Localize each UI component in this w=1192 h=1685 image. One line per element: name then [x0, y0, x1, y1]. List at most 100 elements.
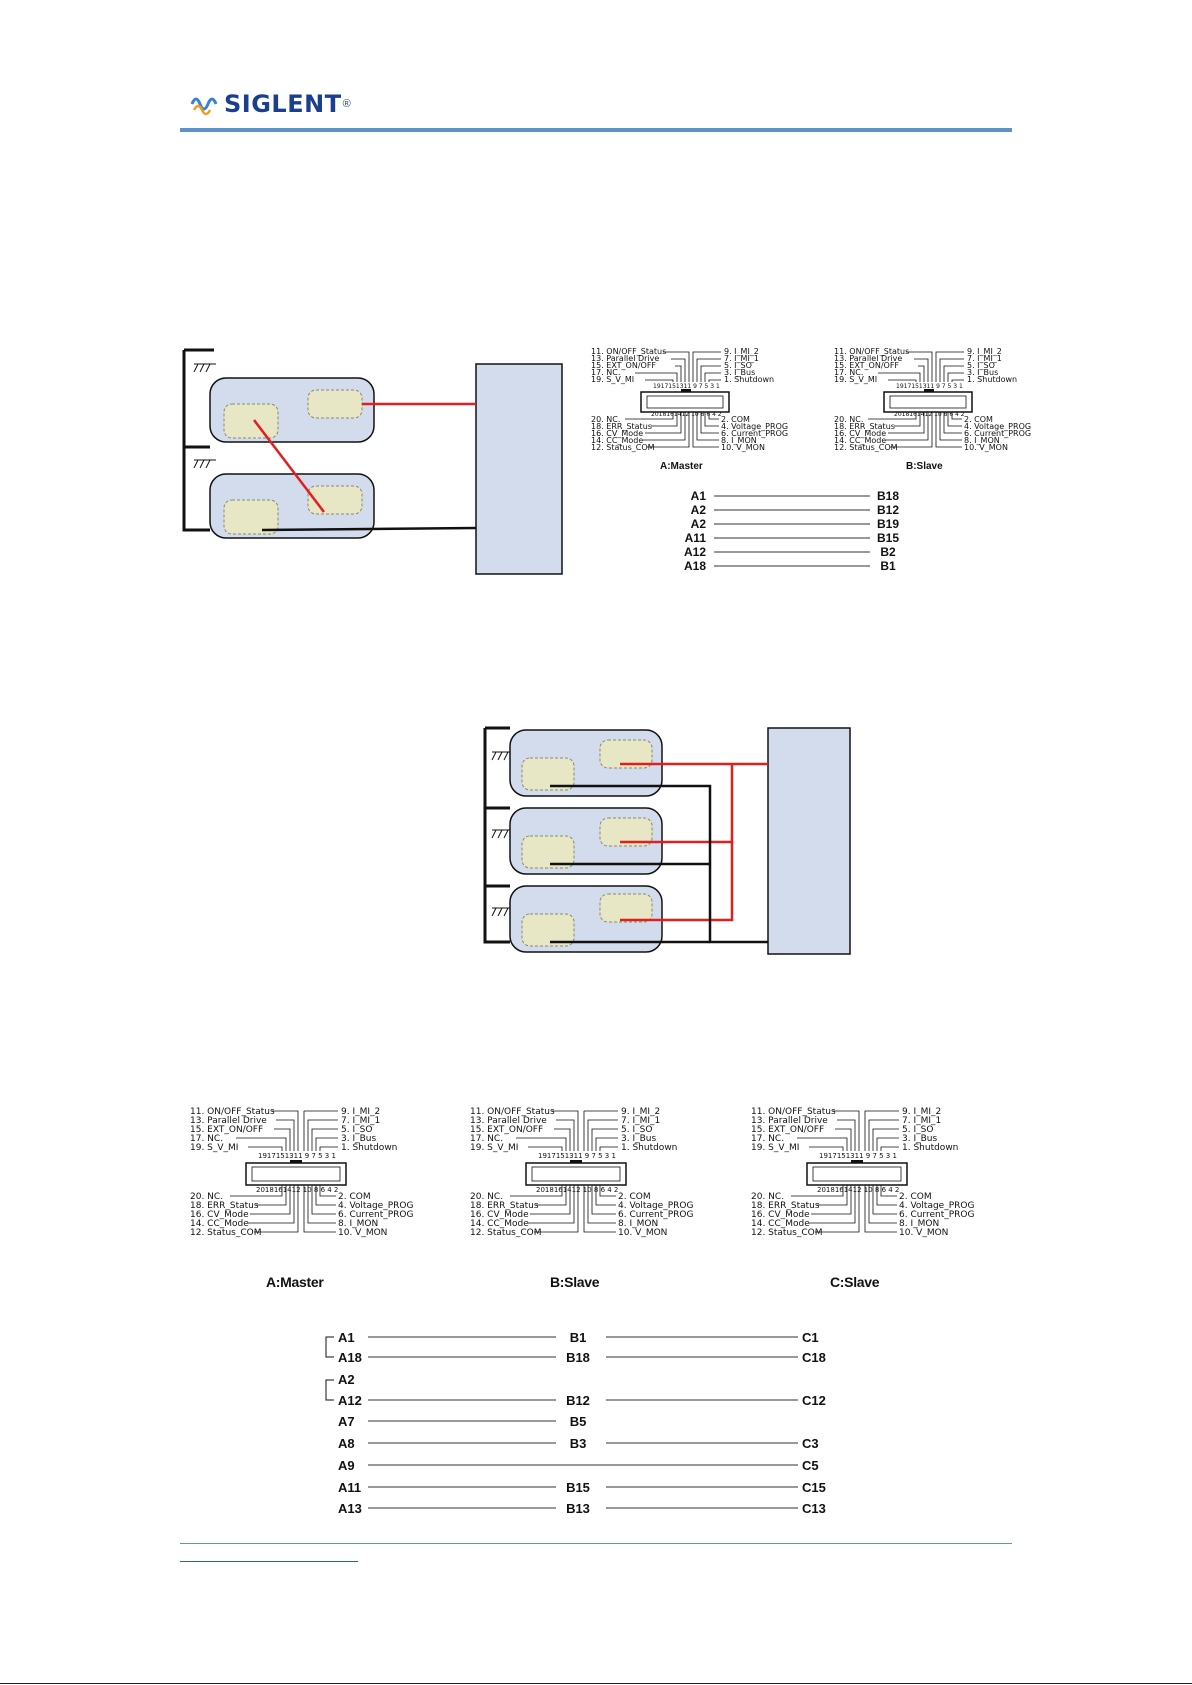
pin-numbers-bottom: 2018161412 10 8 6 4 2	[536, 1186, 618, 1194]
mapping-b-pin: B2	[880, 545, 896, 559]
pin-label: 8. I_MON	[338, 1219, 378, 1229]
mapping-c-pin: C15	[802, 1480, 826, 1495]
pin-label: 18. ERR_Status	[591, 422, 652, 431]
pin-label: 12. Status_COM	[834, 443, 898, 452]
pin-label: 10. V_MON	[721, 443, 765, 452]
two-unit-wiring-diagram	[182, 348, 563, 575]
header-rule	[180, 128, 1012, 132]
ground-icon	[491, 907, 512, 917]
brand-name: SIGLENT	[224, 90, 342, 118]
pin-label: 18. ERR_Status	[190, 1201, 259, 1211]
pin-label: 16. CV_Mode	[591, 429, 643, 438]
connector-pinout-slave-c: 11. ON/OFF_Status 13. Parallel Drive 15.…	[751, 1107, 975, 1238]
pin-label: 18. ERR_Status	[751, 1201, 820, 1211]
pin-label: 13. Parallel Drive	[591, 354, 659, 363]
pin-leader-lines	[791, 1110, 899, 1233]
pin-numbers-top: 1917151311 9 7 5 3 1	[653, 383, 720, 390]
connector-title: C:Slave	[830, 1274, 880, 1290]
master-positive-terminal	[599, 739, 653, 769]
connector-pin-field	[889, 395, 967, 409]
pin-label: 15. EXT_ON/OFF	[591, 361, 656, 370]
connector-pin-field	[812, 1166, 902, 1182]
pin-leader-lines	[868, 351, 964, 448]
siglent-logo: SIGLENT ®	[190, 88, 351, 120]
pin-label: 12. Status_COM	[470, 1228, 542, 1238]
pin-label: 12. Status_COM	[751, 1228, 823, 1238]
registered-mark: ®	[342, 98, 351, 110]
mapping-b-pin: B3	[570, 1436, 587, 1451]
pin-label: 11. ON/OFF_Status	[751, 1107, 836, 1117]
ground-icon	[491, 829, 512, 839]
slave-b-positive-terminal	[599, 817, 653, 847]
pin-label: 15. EXT_ON/OFF	[834, 361, 899, 370]
pin-numbers-top: 1917151311 9 7 5 3 1	[819, 1152, 897, 1160]
pin-label: 9. I_MI_2	[341, 1107, 380, 1117]
connector-title: B:Slave	[906, 461, 943, 472]
pin-label: 14. CC_Mode	[470, 1219, 529, 1229]
ground-icon	[193, 363, 216, 373]
ground-bus	[182, 350, 210, 532]
connector-title: A:Master	[266, 1274, 324, 1290]
mapping-b-pin: B5	[570, 1414, 587, 1429]
pin-label: 17. NC.	[834, 368, 863, 377]
slave-c-negative-terminal	[521, 913, 575, 947]
mapping-b-pin: B19	[877, 517, 899, 531]
pin-label: 7. I_MI_1	[902, 1116, 941, 1126]
pin-label: 20. NC.	[470, 1192, 503, 1202]
pin-label: 10. V_MON	[618, 1228, 667, 1238]
pin-numbers-bottom: 2018161412 10 8 6 4 2	[256, 1186, 338, 1194]
pin-label: 10. V_MON	[899, 1228, 948, 1238]
mapping-b-pin: B1	[880, 559, 896, 573]
mapping-b-pin: B12	[877, 503, 899, 517]
connector-pin-field	[531, 1166, 621, 1182]
pin-label: 20. NC.	[591, 415, 620, 424]
pin-label: 16. CV_Mode	[751, 1210, 810, 1220]
pin-label: 16. CV_Mode	[470, 1210, 529, 1220]
pin-label: 4. Voltage_PROG	[618, 1201, 693, 1211]
connector-pin-field	[646, 395, 724, 409]
pin-label: 2. COM	[618, 1192, 651, 1202]
connector-title: A:Master	[660, 461, 703, 472]
pin-label: 19. S_V_MI	[834, 375, 877, 384]
pin-label: 3. I_Bus	[902, 1134, 937, 1144]
connector-key	[851, 1160, 863, 1163]
waveform-logo-icon	[190, 97, 218, 116]
mapping-a-pin: A18	[684, 559, 706, 573]
pin-label: 1. Shutdown	[902, 1143, 958, 1153]
pin-label: 1. Shutdown	[724, 375, 774, 384]
pin-label: 9. I_MI_2	[724, 347, 759, 356]
ground-bus	[483, 728, 510, 944]
pin-label: 15. EXT_ON/OFF	[751, 1125, 824, 1135]
pin-label: 20. NC.	[834, 415, 863, 424]
pin-label: 14. CC_Mode	[834, 436, 886, 445]
mapping-c-pin: C18	[802, 1350, 826, 1365]
pin-label: 8. I_MON	[964, 436, 1000, 445]
pin-label: 3. I_Bus	[967, 368, 998, 377]
pin-label: 5. I_SO	[341, 1125, 372, 1135]
ground-icon	[491, 751, 512, 761]
mapping-a-pin: A8	[338, 1436, 355, 1451]
slave-c-positive-terminal	[599, 893, 653, 923]
pin-label: 16. CV_Mode	[190, 1210, 249, 1220]
pin-label: 6. Current_PROG	[338, 1210, 414, 1220]
pin-numbers-bottom: 2018161412 10 8 6 4 2	[817, 1186, 899, 1194]
pin-label: 11. ON/OFF_Status	[470, 1107, 555, 1117]
pin-leader-lines	[510, 1110, 618, 1233]
mapping-a-pin: A1	[338, 1330, 355, 1345]
connector-key	[290, 1160, 302, 1163]
mapping-a-pin: A18	[338, 1350, 362, 1365]
connector-key	[570, 1160, 582, 1163]
pin-label: 10. V_MON	[338, 1228, 387, 1238]
pin-label: 15. EXT_ON/OFF	[470, 1125, 543, 1135]
mapping-c-pin: C13	[802, 1501, 826, 1516]
pin-label: 9. I_MI_2	[902, 1107, 941, 1117]
pin-leader-lines	[230, 1110, 338, 1233]
mapping-b-pin: B18	[566, 1350, 590, 1365]
connector-key	[681, 389, 691, 392]
pin-label: 17. NC.	[751, 1134, 784, 1144]
connector-pinout-a: 11. ON/OFF_Status 13. Parallel Drive 15.…	[591, 347, 788, 472]
pin-label: 12. Status_COM	[591, 443, 655, 452]
footer-link-underline[interactable]	[180, 1561, 358, 1562]
three-unit-pin-mapping: A1 A18 A2 A12 A7 A8 A9 A11 A13 B1 B18 B1…	[325, 1330, 826, 1516]
mapping-c-pin: C3	[802, 1436, 819, 1451]
